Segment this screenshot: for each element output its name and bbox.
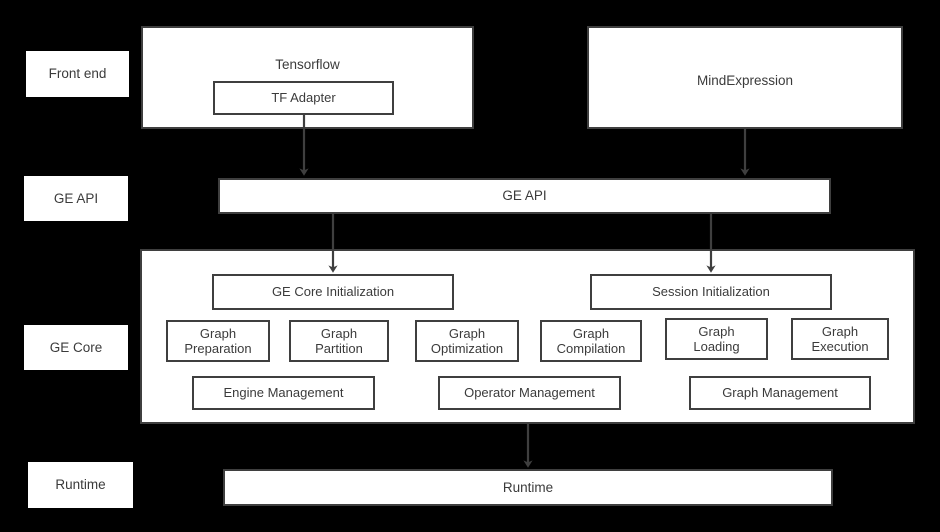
tf-adapter-label: TF Adapter [271, 90, 336, 106]
stage-label-front-end: Front end [26, 51, 129, 97]
session-initialization-box[interactable]: Session Initialization [590, 274, 832, 310]
stage-label-front-end-text: Front end [48, 66, 107, 82]
engine-management-box[interactable]: Engine Management [192, 376, 375, 410]
stage-label-runtime: Runtime [28, 462, 133, 508]
graph-preparation-line2: Preparation [184, 341, 252, 356]
tf-adapter-box[interactable]: TF Adapter [213, 81, 394, 115]
graph-optimization-box[interactable]: Graph Optimization [415, 320, 519, 362]
engine-management-label: Engine Management [223, 385, 344, 401]
graph-compilation-line2: Compilation [556, 341, 626, 356]
graph-compilation-box[interactable]: Graph Compilation [540, 320, 642, 362]
ge-api-bar-label: GE API [502, 188, 547, 204]
graph-management-box[interactable]: Graph Management [689, 376, 871, 410]
stage-label-ge-api-text: GE API [53, 190, 99, 206]
graph-loading-line2: Loading [693, 339, 740, 354]
runtime-bar-label: Runtime [502, 479, 554, 495]
graph-management-label: Graph Management [722, 385, 838, 401]
tensorflow-label: Tensorflow [275, 57, 340, 72]
mindexpression-label: MindExpression [696, 73, 794, 88]
graph-execution-line2: Execution [811, 339, 869, 354]
stage-label-ge-core: GE Core [24, 325, 128, 370]
session-initialization-label: Session Initialization [652, 284, 770, 300]
ge-core-initialization-box[interactable]: GE Core Initialization [212, 274, 454, 310]
stage-label-runtime-text: Runtime [55, 477, 106, 493]
ge-api-bar[interactable]: GE API [218, 178, 831, 214]
graph-loading-box[interactable]: Graph Loading [665, 318, 768, 360]
graph-loading-line1: Graph [698, 323, 735, 339]
runtime-bar[interactable]: Runtime [223, 469, 833, 506]
graph-compilation-line1: Graph [572, 325, 610, 341]
ge-core-initialization-label: GE Core Initialization [271, 284, 395, 300]
graph-optimization-line2: Optimization [430, 341, 504, 356]
stage-label-ge-core-text: GE Core [49, 339, 103, 355]
operator-management-label: Operator Management [464, 385, 595, 401]
graph-execution-line1: Graph [821, 323, 859, 339]
graph-execution-box[interactable]: Graph Execution [791, 318, 889, 360]
mindexpression-container: MindExpression [587, 26, 903, 129]
graph-optimization-line1: Graph [448, 325, 486, 341]
graph-partition-line1: Graph [320, 325, 358, 341]
operator-management-box[interactable]: Operator Management [438, 376, 621, 410]
graph-partition-line2: Partition [315, 341, 363, 356]
graph-preparation-line1: Graph [199, 325, 237, 341]
graph-preparation-box[interactable]: Graph Preparation [166, 320, 270, 362]
stage-label-ge-api: GE API [24, 176, 128, 221]
graph-partition-box[interactable]: Graph Partition [289, 320, 389, 362]
